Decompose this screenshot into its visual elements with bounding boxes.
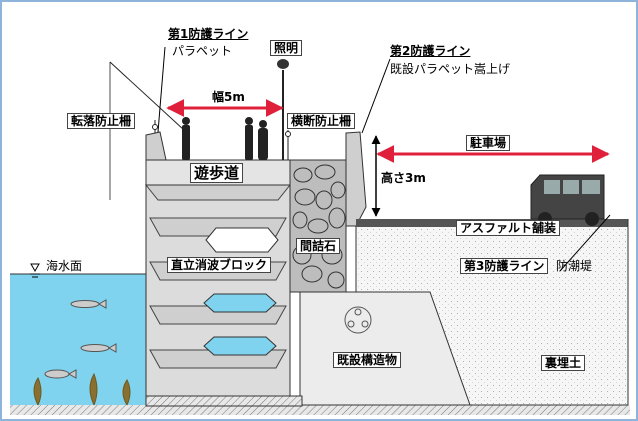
sea-level-marker [30,263,40,278]
structure-emblem [344,306,372,334]
filling-stone-label: 間詰石 [296,238,341,254]
width-label: 幅5m [212,90,245,104]
backfill-label: 裏埋土 [541,355,586,371]
block-open-gap [205,227,279,253]
fall-fence-label: 転落防止柵 [67,113,136,129]
parapet-2 [345,131,367,227]
fall-fence [152,120,158,133]
line1-title: 第1防護ライン [168,27,249,41]
parapet-1 [145,131,167,161]
height-label: 高さ3m [381,171,426,185]
cross-fence-label: 横断防止柵 [287,113,356,129]
fish-icons [44,299,117,379]
line2-subtitle: 既設パラペット嵩上げ [390,62,511,76]
line1-subtitle: パラペット [172,44,233,58]
seawall-label: 防潮堤 [556,259,593,273]
parking-label: 駐車場 [466,135,511,151]
car-icon [530,174,605,226]
line3-label: 第3防護ライン [460,258,549,274]
line2-title: 第2防護ライン [390,44,471,58]
cross-fence [285,130,291,160]
blocks-label: 直立消波ブロック [167,257,272,273]
asphalt-label: アスファルト舗装 [456,220,561,236]
sea-level-label: 海水面 [46,259,83,273]
lighting-label: 照明 [270,40,303,56]
leader-lines [157,46,611,272]
fishing-rod [109,61,185,131]
block-water-gaps [203,293,277,356]
seaweed-icons [33,372,131,406]
seabed [10,405,630,415]
existing-structure [299,291,471,406]
promenade-label: 遊歩道 [190,163,244,183]
people-silhouettes [182,117,268,160]
existing-structure-label: 既設構造物 [333,352,402,368]
